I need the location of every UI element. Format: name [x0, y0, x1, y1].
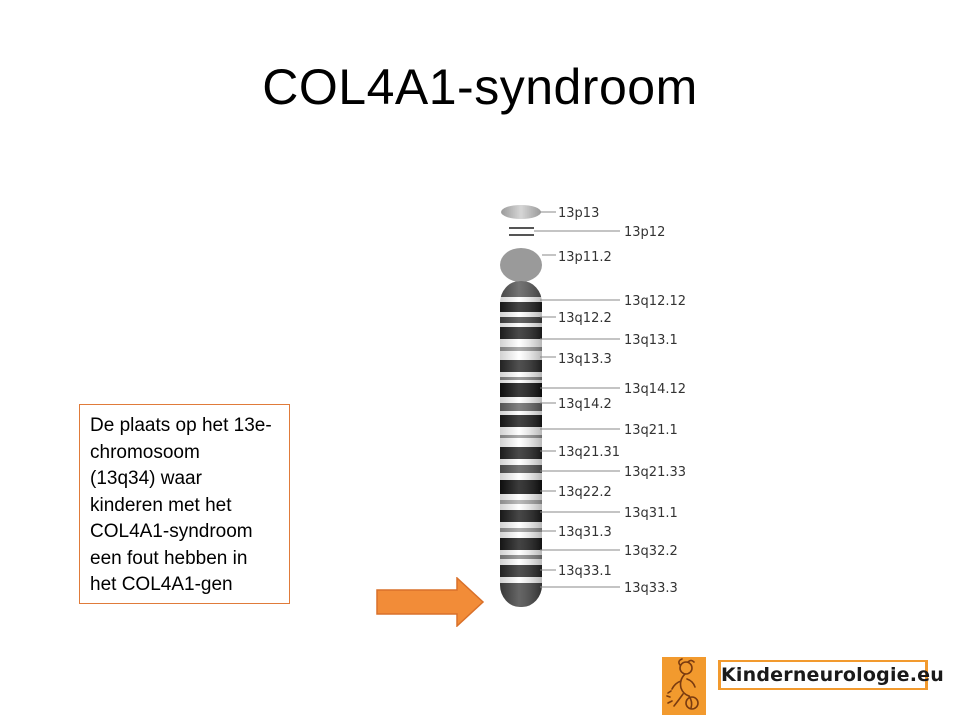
label-13q21.33: 13q21.33: [624, 465, 686, 480]
label-13q14.12: 13q14.12: [624, 382, 686, 397]
label-13q31.1: 13q31.1: [624, 506, 678, 521]
label-13q13.3: 13q13.3: [558, 352, 612, 367]
label-13q22.2: 13q22.2: [558, 485, 612, 500]
child-figure-logo-icon: [662, 657, 706, 715]
pointer-arrow: [376, 577, 485, 627]
label-13p12: 13p12: [624, 225, 665, 240]
label-13q14.2: 13q14.2: [558, 397, 612, 412]
label-13p11.2: 13p11.2: [558, 250, 612, 265]
label-13p13: 13p13: [558, 206, 599, 221]
caption-line: kinderen met het: [90, 494, 232, 516]
label-13q21.1: 13q21.1: [624, 423, 678, 438]
label-13q12.2: 13q12.2: [558, 311, 612, 326]
q-arm: [500, 281, 542, 607]
logo-text-frame: Kinderneurologie.eu: [718, 660, 944, 690]
band-13p11.2: [500, 248, 542, 282]
label-13q13.1: 13q13.1: [624, 333, 678, 348]
slide-title: COL4A1-syndroom: [262, 59, 698, 115]
label-13q21.31: 13q21.31: [558, 445, 620, 460]
caption-line: chromosoom: [90, 441, 200, 463]
kinderneurologie-logo: Kinderneurologie.eu: [662, 657, 944, 715]
caption-line: een fout hebben in: [90, 547, 248, 569]
label-13q31.3: 13q31.3: [558, 525, 612, 540]
label-13q33.1: 13q33.1: [558, 564, 612, 579]
caption-box: De plaats op het 13e- chromosoom (13q34)…: [79, 404, 290, 604]
chromosome-13-ideogram: 13p13 13p11.2 13q12.2 13q13.3 13q14.2 13…: [500, 205, 686, 607]
caption-line: (13q34) waar: [90, 468, 202, 489]
label-13q33.3: 13q33.3: [624, 581, 678, 596]
band-13p13: [501, 205, 541, 219]
caption-line: COL4A1-syndroom: [90, 521, 253, 542]
logo-text: Kinderneurologie.eu: [721, 662, 944, 688]
leader-lines: [534, 211, 620, 588]
caption-line: De plaats op het 13e-: [90, 415, 272, 436]
caption-line: het COL4A1-gen: [90, 574, 233, 595]
label-13q12.12: 13q12.12: [624, 294, 686, 309]
arrow-shape: [376, 577, 485, 627]
label-13q32.2: 13q32.2: [624, 544, 678, 559]
